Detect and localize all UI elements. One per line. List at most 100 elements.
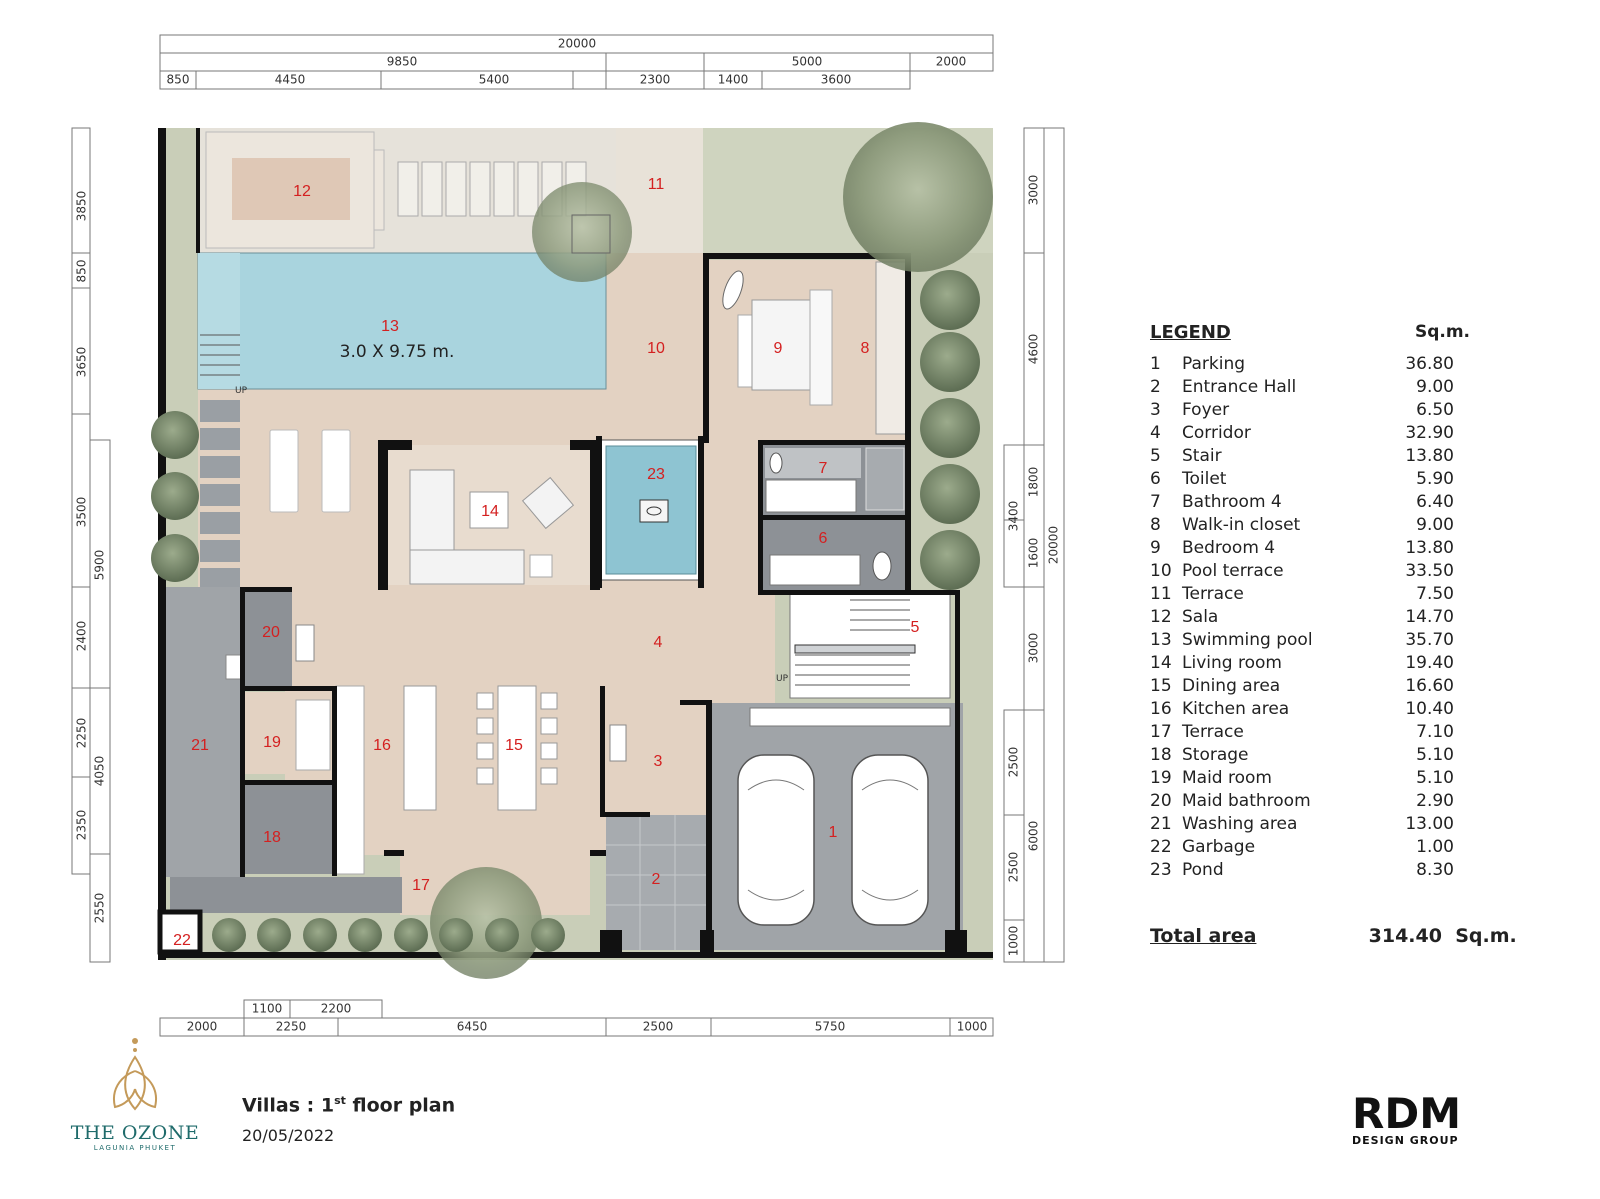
svg-text:2350: 2350 [75, 810, 89, 841]
legend-label: Terrace [1182, 584, 1244, 604]
washing-area [160, 587, 402, 913]
legend-label: Kitchen area [1182, 699, 1290, 719]
plan-caption: Villas : 1st floor plan 20/05/2022 [242, 1094, 455, 1145]
svg-text:1000: 1000 [1007, 926, 1021, 957]
legend-no: 13 [1150, 630, 1172, 650]
svg-text:5900: 5900 [93, 550, 107, 581]
room-number-23: 23 [647, 466, 665, 483]
kitchen-dining [403, 685, 627, 811]
stair: UP [776, 592, 951, 699]
svg-text:1600: 1600 [1027, 538, 1041, 569]
room-number-17: 17 [412, 877, 430, 894]
stair-label: UP [235, 386, 248, 396]
legend-area: 19.40 [1405, 653, 1454, 673]
legend-no: 2 [1150, 377, 1161, 397]
svg-text:2250: 2250 [75, 718, 89, 749]
legend-label: Washing area [1182, 814, 1298, 834]
svg-text:6000: 6000 [1027, 821, 1041, 852]
room-number-19: 19 [263, 734, 281, 751]
room-number-18: 18 [263, 829, 281, 846]
room-number-3: 3 [654, 753, 663, 770]
room-number-16: 16 [373, 737, 391, 754]
legend-area: 36.80 [1405, 354, 1454, 374]
legend-area: 13.80 [1405, 446, 1454, 466]
legend-label: Bathroom 4 [1182, 492, 1282, 512]
legend-area: 13.80 [1405, 538, 1454, 558]
svg-text:20000: 20000 [1047, 526, 1061, 564]
brand-subtitle: LAGUNIA PHUKET [93, 1144, 177, 1152]
svg-text:20000: 20000 [558, 37, 596, 51]
room-number-21: 21 [191, 737, 209, 754]
legend-label: Foyer [1182, 400, 1230, 420]
plan-date: 20/05/2022 [242, 1126, 335, 1146]
legend-area: 1.00 [1416, 837, 1454, 857]
total-area-unit: Sq.m. [1455, 925, 1517, 947]
legend-label: Swimming pool [1182, 630, 1313, 650]
legend-label: Terrace [1182, 722, 1244, 742]
legend-label: Dining area [1182, 676, 1281, 696]
legend-area: 35.70 [1405, 630, 1454, 650]
legend-no: 1 [1150, 354, 1161, 374]
legend-no: 16 [1150, 699, 1172, 719]
maid-quarters [225, 592, 365, 875]
parking [711, 703, 963, 950]
legend-no: 14 [1150, 653, 1172, 673]
svg-text:1000: 1000 [957, 1020, 988, 1034]
legend-area: 5.90 [1416, 469, 1454, 489]
svg-text:2500: 2500 [643, 1020, 674, 1034]
legend-label: Storage [1182, 745, 1249, 765]
lotus-icon [113, 1038, 157, 1111]
svg-text:3650: 3650 [75, 347, 89, 378]
legend-no: 23 [1150, 860, 1172, 880]
svg-text:3850: 3850 [75, 191, 89, 222]
legend-label: Walk-in closet [1182, 515, 1301, 535]
legend-no: 22 [1150, 837, 1172, 857]
svg-text:2500: 2500 [1007, 852, 1021, 883]
room-number-15: 15 [505, 737, 523, 754]
legend-area: 7.50 [1416, 584, 1454, 604]
legend-label: Maid room [1182, 768, 1272, 788]
legend-area: 5.10 [1416, 768, 1454, 788]
room-number-12: 12 [293, 183, 311, 200]
swimming-pool: UP [197, 252, 607, 396]
svg-text:1400: 1400 [718, 73, 749, 87]
floor-plan: 20000 9850 5000 2000 850 4450 5400 2300 … [71, 34, 1065, 1037]
bedroom-4 [710, 260, 908, 438]
designer-logo-subtitle: DESIGN GROUP [1352, 1134, 1459, 1147]
room-number-5: 5 [911, 619, 920, 636]
brand-name: THE OZONE [70, 1122, 200, 1144]
room-number-1: 1 [829, 824, 838, 841]
legend-area: 9.00 [1416, 515, 1454, 535]
room-number-7: 7 [819, 460, 828, 477]
legend-row: 3 Foyer 6.50 [1150, 399, 1510, 422]
svg-text:2000: 2000 [187, 1020, 218, 1034]
svg-text:3000: 3000 [1027, 633, 1041, 664]
legend-row: 16 Kitchen area 10.40 [1150, 698, 1510, 721]
entrance-hall [606, 815, 711, 950]
legend-label: Living room [1182, 653, 1282, 673]
legend-area: 6.50 [1416, 400, 1454, 420]
svg-text:2000: 2000 [936, 55, 967, 69]
legend-no: 9 [1150, 538, 1161, 558]
svg-text:2500: 2500 [1007, 747, 1021, 778]
legend-area: 10.40 [1405, 699, 1454, 719]
legend-unit-header: Sq.m. [1414, 322, 1470, 342]
landscaping [151, 122, 993, 979]
legend-label: Pond [1182, 860, 1224, 880]
svg-text:850: 850 [75, 260, 89, 283]
svg-text:9850: 9850 [387, 55, 418, 69]
stair-label: UP [776, 674, 789, 684]
legend-no: 17 [1150, 722, 1172, 742]
legend-no: 3 [1150, 400, 1161, 420]
svg-text:2200: 2200 [321, 1002, 352, 1016]
legend-no: 7 [1150, 492, 1161, 512]
